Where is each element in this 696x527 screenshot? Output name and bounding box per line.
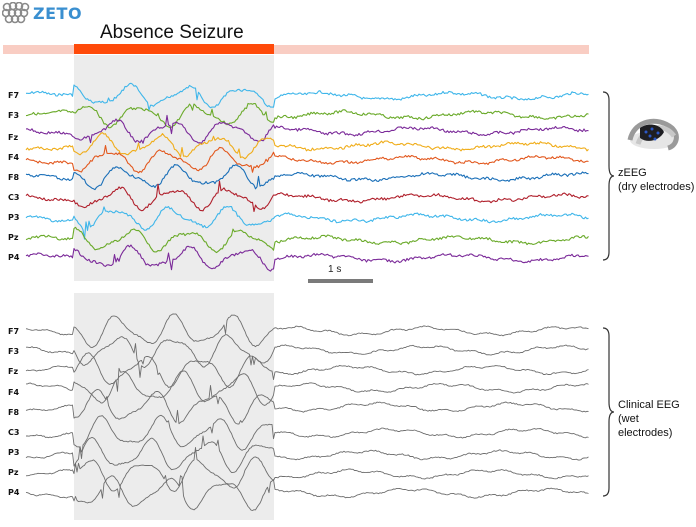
brace-zeeg-icon <box>602 91 615 261</box>
channel-label: F3 <box>8 347 20 356</box>
eeg-trace-f8 <box>25 164 589 191</box>
channel-label: Pz <box>8 233 19 242</box>
eeg-trace-f7 <box>26 82 589 111</box>
channel-label: F3 <box>8 111 20 120</box>
eeg-trace-f7 <box>25 313 589 349</box>
eeg-trace-f3 <box>26 334 589 378</box>
group-label-clinical: Clinical EEG (wet electrodes) <box>618 398 696 440</box>
brace-clinical-icon <box>602 327 615 497</box>
timeline-bar <box>3 45 589 54</box>
channel-label: F8 <box>8 408 20 417</box>
eeg-trace-fz <box>25 352 589 388</box>
chart-title: Absence Seizure <box>100 22 244 43</box>
zeto-logo: ZETO <box>2 2 82 24</box>
channel-label: P3 <box>8 213 20 222</box>
group-label-zeeg: zEEG (dry electrodes) <box>618 166 694 194</box>
eeg-trace-c3 <box>25 414 589 460</box>
group-title: Clinical EEG <box>618 399 680 411</box>
channel-label: F4 <box>8 388 20 397</box>
channel-label: Fz <box>8 367 19 376</box>
channel-label: F7 <box>8 91 20 100</box>
eeg-trace-f4b <box>25 144 589 174</box>
channel-label: C3 <box>8 193 20 202</box>
brain-mesh-icon <box>2 2 30 24</box>
channel-label: P3 <box>8 448 20 457</box>
eeg-trace-pz <box>25 447 589 498</box>
channel-label: Fz <box>8 133 19 142</box>
channel-label: Pz <box>8 468 19 477</box>
channel-label: P4 <box>8 488 20 497</box>
eeg-trace-f4 <box>26 367 589 406</box>
logo-text: ZETO <box>33 3 83 23</box>
eeg-trace-p3 <box>25 435 589 473</box>
channel-label: F4 <box>8 153 20 162</box>
group-subtitle: (dry electrodes) <box>618 181 695 193</box>
channel-label: F7 <box>8 327 20 336</box>
eeg-trace-f8 <box>25 385 589 425</box>
eeg-trace-c3 <box>25 180 589 213</box>
eeg-trace-f3 <box>25 102 589 129</box>
scale-bar <box>308 279 373 283</box>
channel-label: P4 <box>8 253 20 262</box>
group-title: zEEG <box>618 167 647 179</box>
eeg-trace-fz <box>25 114 589 144</box>
eeg-trace-p4 <box>25 244 589 272</box>
eeg-trace-f4 <box>25 132 589 160</box>
seizure-bar <box>74 44 274 54</box>
seizure-region-clinical <box>74 293 274 520</box>
eeg-trace-p4 <box>25 475 589 511</box>
channel-label: C3 <box>8 428 20 437</box>
eeg-trace-p3 <box>25 205 589 240</box>
channel-label: F8 <box>8 173 20 182</box>
group-subtitle: (wet electrodes) <box>618 413 673 439</box>
headset-icon <box>627 118 679 151</box>
eeg-trace-pz <box>25 226 589 254</box>
scale-bar-label: 1 s <box>328 264 342 275</box>
